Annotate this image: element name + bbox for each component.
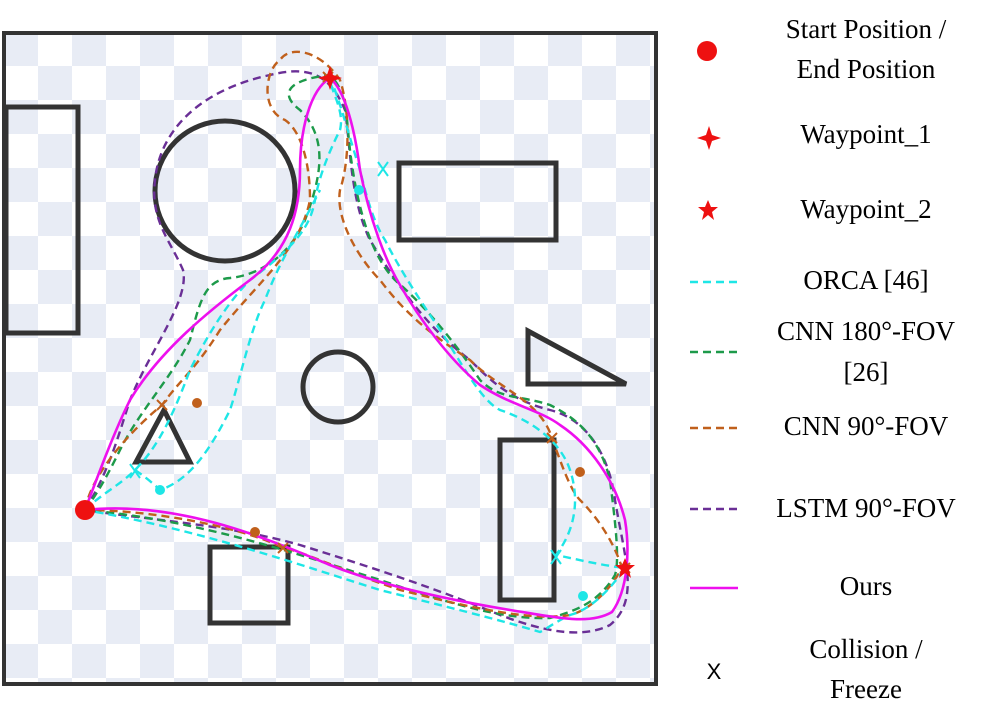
arena-floor: [4, 33, 656, 684]
trajectory-cnn180: [84, 73, 619, 620]
obstacle-big-circle: [152, 118, 298, 264]
arena-border: [2, 31, 658, 686]
legend: Start Position / End Position Waypoint_1…: [690, 14, 956, 704]
freeze-dot: [575, 467, 585, 477]
waypoint-1-marker: [318, 66, 342, 90]
obstacle-tall-rect: [497, 437, 557, 603]
collision-marker: [277, 542, 289, 554]
obstacle-small-circle: [300, 349, 376, 425]
legend-waypoint1-marker: [697, 126, 721, 150]
collision-marker: [129, 463, 141, 479]
legend-waypoint2-marker: [698, 200, 718, 220]
start-position-marker: [75, 500, 95, 520]
legend-collision-glyph: X: [707, 659, 722, 684]
freeze-dot: [155, 485, 165, 495]
legend-start-line1: Start Position /: [786, 14, 947, 44]
waypoint-2-marker: [615, 558, 635, 578]
legend-ours-label: Ours: [840, 571, 893, 601]
freeze-dot: [250, 527, 260, 537]
legend-collision-line2: Freeze: [830, 674, 902, 704]
legend-start-line2: End Position: [797, 54, 936, 84]
freeze-dot: [192, 398, 202, 408]
legend-cnn90-label: CNN 90°-FOV: [784, 411, 949, 441]
collision-marker: [156, 399, 168, 411]
trajectory-ours: [83, 76, 629, 621]
legend-orca-label: ORCA [46]: [803, 265, 928, 295]
legend-waypoint2-label: Waypoint_2: [800, 194, 931, 224]
legend-waypoint1-label: Waypoint_1: [800, 119, 931, 149]
legend-start-marker: [697, 41, 717, 61]
collision-marker: [377, 161, 389, 177]
collision-marker: [550, 549, 562, 565]
collision-marker: [546, 432, 558, 444]
obstacles: [3, 104, 628, 626]
freeze-dot: [354, 185, 364, 195]
legend-cnn180-line1: CNN 180°-FOV: [777, 316, 956, 346]
obstacle-square: [207, 544, 291, 626]
legend-lstm90-label: LSTM 90°-FOV: [776, 493, 956, 523]
legend-cnn180-line2: [26]: [844, 357, 889, 387]
obstacle-left-wall: [3, 104, 81, 336]
obstacle-top-rect: [396, 160, 559, 243]
freeze-dot: [578, 591, 588, 601]
obstacle-small-triangle: [131, 404, 195, 465]
obstacle-right-triangle: [525, 326, 628, 387]
freeze-dots: [155, 185, 588, 601]
legend-collision-line1: Collision /: [809, 634, 923, 664]
